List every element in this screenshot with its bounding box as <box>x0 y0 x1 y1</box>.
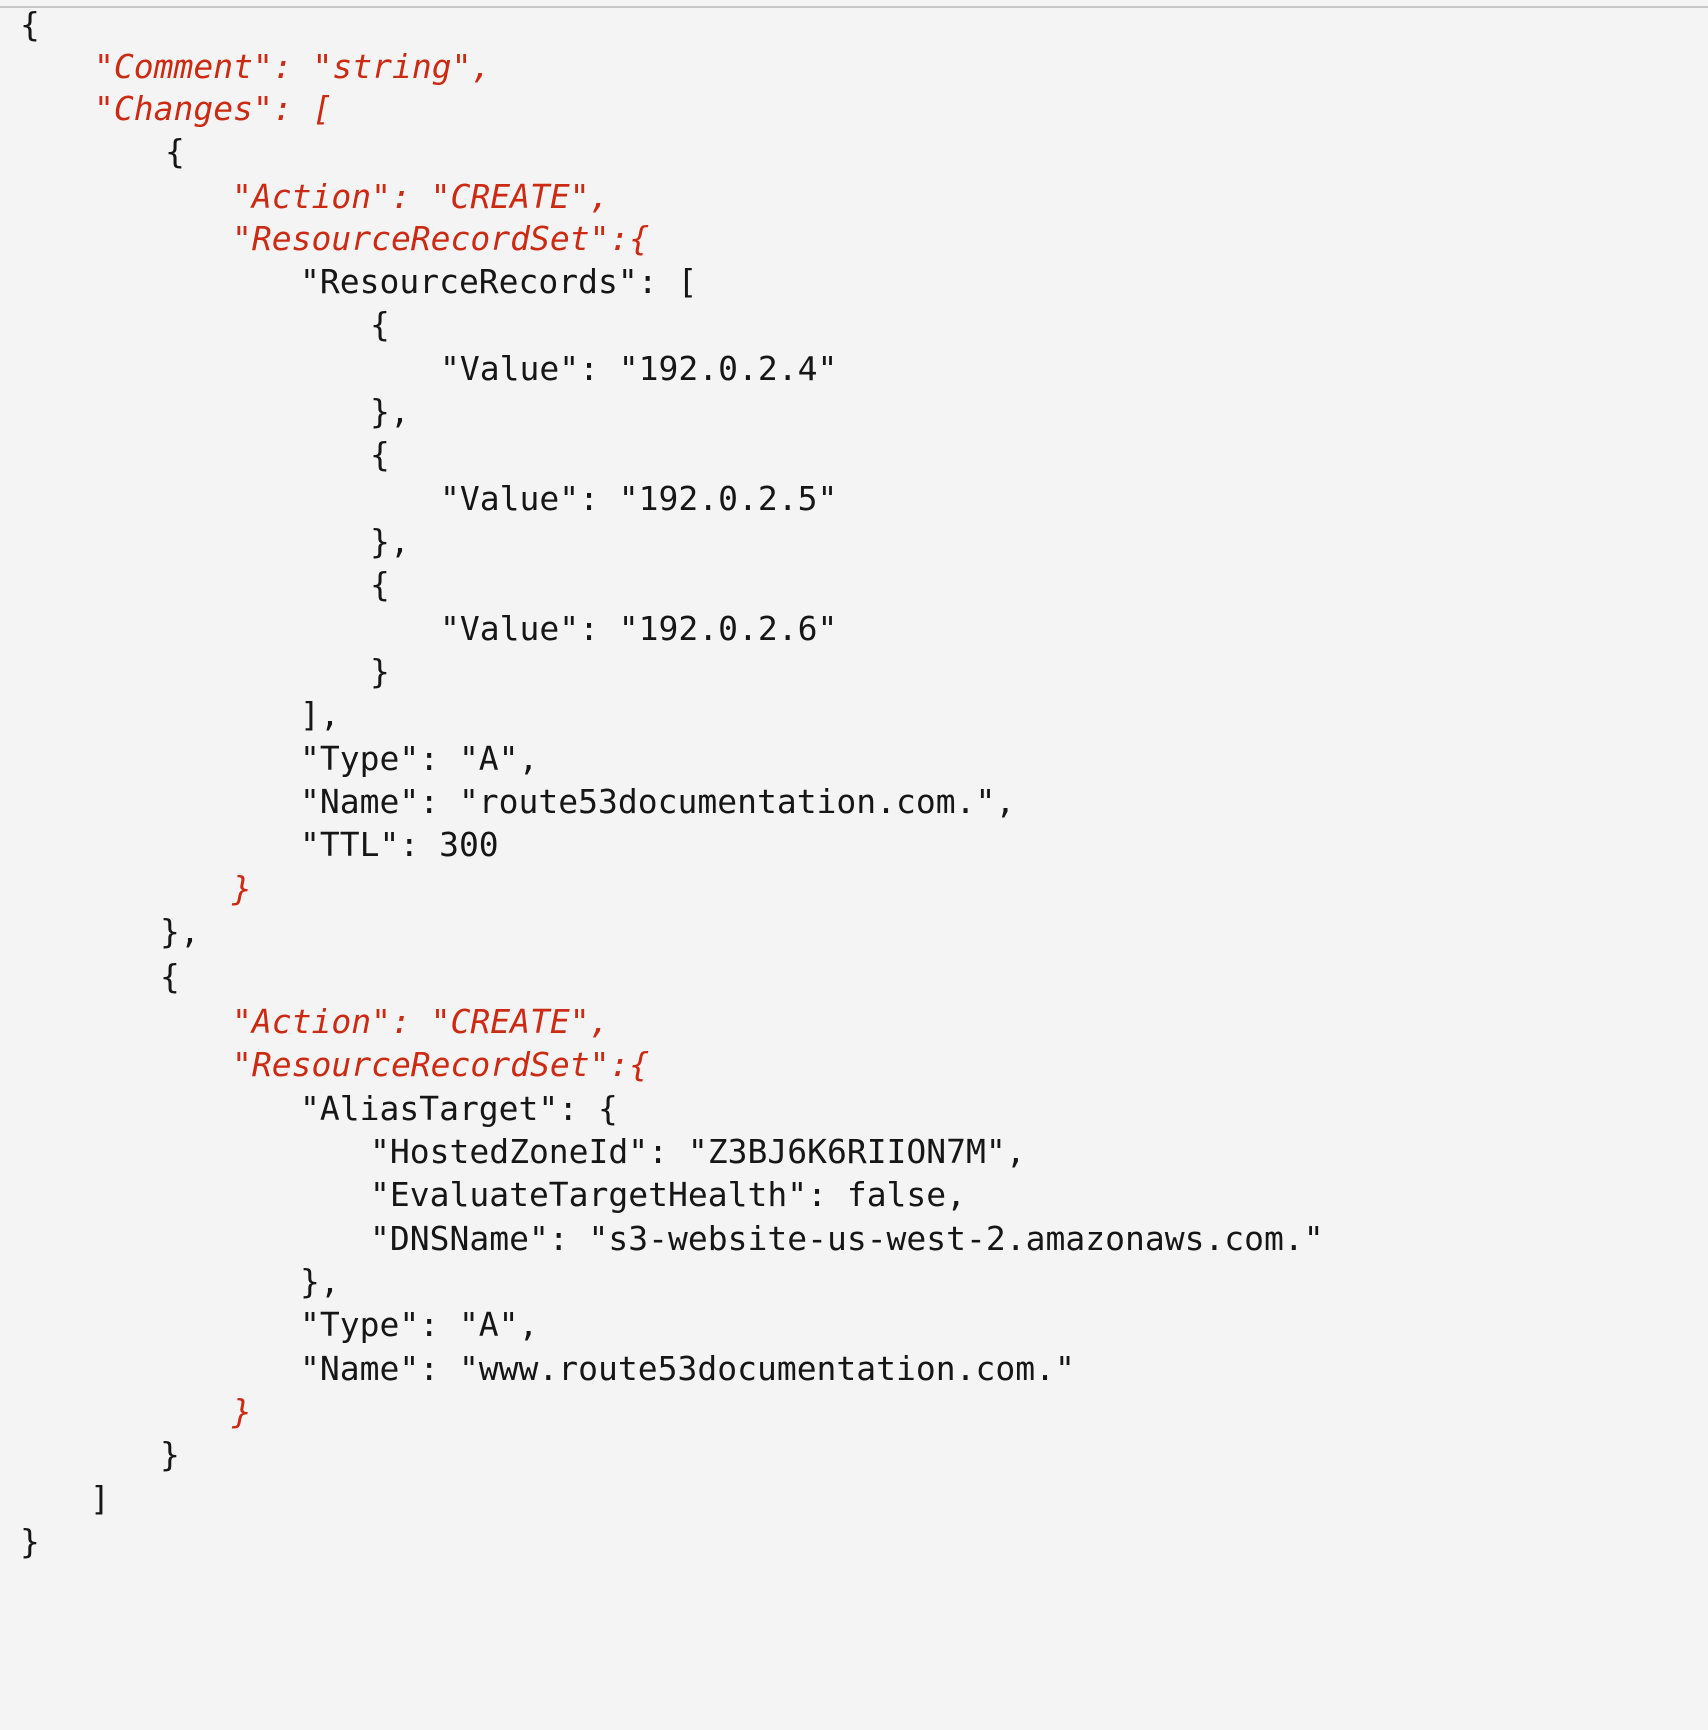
code-line-33: } <box>232 1392 252 1431</box>
code-line-9: "Value": "192.0.2.4" <box>440 349 838 388</box>
code-line-20: "TTL": 300 <box>300 825 499 864</box>
code-line-32: "Name": "www.route53documentation.com." <box>300 1349 1075 1388</box>
code-line-21: } <box>232 869 252 908</box>
code-line-26: "AliasTarget": { <box>300 1089 618 1128</box>
code-line-24: "Action": "CREATE", <box>232 1002 610 1041</box>
code-line-6: "ResourceRecordSet":{ <box>232 219 650 258</box>
code-line-19: "Name": "route53documentation.com.", <box>300 782 1016 821</box>
code-line-15: "Value": "192.0.2.6" <box>440 609 838 648</box>
code-line-35: ] <box>90 1479 110 1518</box>
code-line-12: "Value": "192.0.2.5" <box>440 479 838 518</box>
code-line-28: "EvaluateTargetHealth": false, <box>370 1175 967 1214</box>
code-line-25: "ResourceRecordSet":{ <box>232 1045 650 1084</box>
code-line-29: "DNSName": "s3-website-us-west-2.amazona… <box>370 1219 1324 1258</box>
code-line-8: { <box>370 305 390 344</box>
code-line-17: ], <box>300 695 340 734</box>
code-line-7: "ResourceRecords": [ <box>300 262 698 301</box>
code-line-34: } <box>160 1435 180 1474</box>
code-line-10: }, <box>370 392 410 431</box>
code-line-1: { <box>20 5 40 44</box>
code-line-2: "Comment": "string", <box>94 47 492 86</box>
code-line-14: { <box>370 565 390 604</box>
code-line-36: } <box>20 1522 40 1561</box>
code-line-30: }, <box>300 1262 340 1301</box>
code-line-22: }, <box>160 912 200 951</box>
code-line-16: } <box>370 652 390 691</box>
top-divider <box>0 6 1708 8</box>
code-line-13: }, <box>370 522 410 561</box>
code-line-27: "HostedZoneId": "Z3BJ6K6RIION7M", <box>370 1132 1026 1171</box>
code-line-4: { <box>165 132 185 171</box>
code-line-18: "Type": "A", <box>300 739 539 778</box>
code-line-3: "Changes": [ <box>94 89 333 128</box>
code-line-31: "Type": "A", <box>300 1305 539 1344</box>
code-line-23: { <box>160 957 180 996</box>
code-line-5: "Action": "CREATE", <box>232 177 610 216</box>
code-line-11: { <box>370 435 390 474</box>
